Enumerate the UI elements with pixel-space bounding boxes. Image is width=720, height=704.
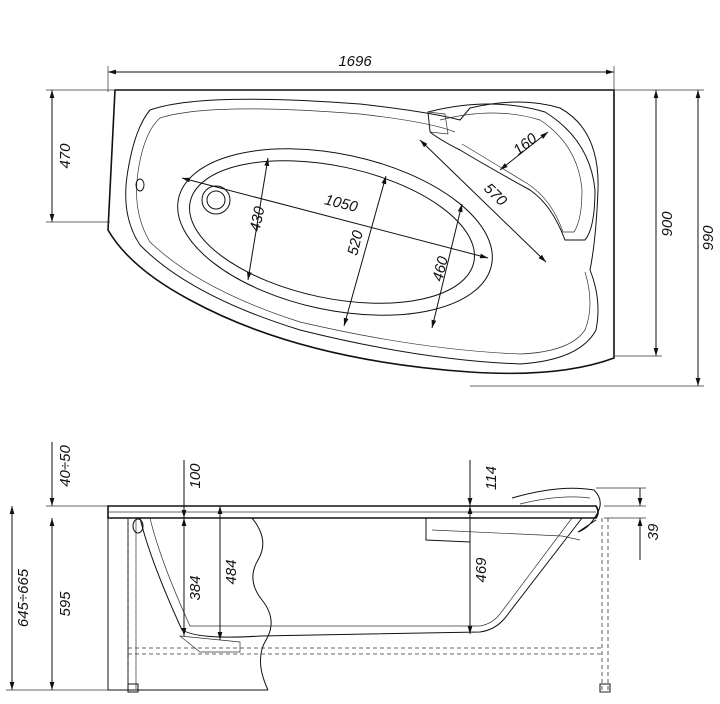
dim-text-headrest-height: 39: [645, 523, 662, 540]
headrest-side: [511, 487, 601, 533]
drain-bottom: [178, 635, 241, 653]
headrest-side-inner: [519, 496, 591, 505]
dim-text-rim-height: 100: [187, 463, 204, 489]
dim-text-rim-right: 114: [483, 466, 500, 490]
drain-outer: [201, 185, 231, 215]
dim-text-left-depth: 470: [57, 143, 74, 169]
dim-text-front-height: 595: [57, 591, 74, 617]
dim-text-basin-length: 1050: [323, 191, 360, 216]
headrest-inner: [439, 112, 583, 233]
front-panel: [107, 518, 268, 691]
foot-left: [127, 683, 139, 693]
dim-text-overall-length: 1696: [338, 53, 372, 70]
tub-outer-outline: [107, 89, 615, 375]
overflow-hole: [135, 178, 145, 192]
dim-line-basin-length: [181, 177, 489, 259]
tub-inner-profile: [139, 517, 583, 638]
plan-view: 1696 470 900 990 160 570 1050 430 520: [46, 53, 717, 387]
dim-text-overall-depth: 990: [700, 225, 717, 251]
basin-inner: [189, 160, 475, 304]
dim-text-basin-width-center: 520: [344, 228, 367, 257]
dim-line-headrest-diag: [419, 139, 547, 263]
dim-text-headrest-diag: 570: [480, 180, 510, 210]
overflow-side: [132, 518, 144, 534]
dim-line-basin-width-center: [343, 175, 387, 327]
dim-text-basin-width-left: 430: [247, 204, 269, 233]
break-line: [251, 517, 272, 691]
dim-line-basin-width-right: [431, 203, 463, 329]
dim-text-leg-range: 645÷665: [15, 568, 32, 627]
basin-outer: [177, 148, 493, 316]
side-view: 40÷50 645÷665 595 100 384 484 469 114 39: [6, 442, 662, 693]
headrest-ridge: [427, 111, 449, 135]
dim-text-headrest-width: 160: [510, 130, 541, 159]
drain-inner: [206, 190, 226, 210]
seat-box-inner: [431, 529, 581, 541]
dim-text-basin-width-right: 460: [429, 254, 452, 283]
dim-line-basin-width-left: [246, 157, 270, 281]
dim-text-inner-depth-right: 469: [473, 557, 490, 583]
dim-text-rim-adjust: 40÷50: [57, 445, 74, 487]
dim-text-inner-depth-left: 384: [187, 575, 204, 600]
tub-inner-profile-2: [149, 517, 573, 627]
tub-inner-rim: [125, 98, 599, 365]
dim-text-inner-depth: 900: [659, 211, 676, 237]
dim-text-inner-depth-outer: 484: [223, 559, 240, 584]
foot-right: [599, 683, 611, 693]
